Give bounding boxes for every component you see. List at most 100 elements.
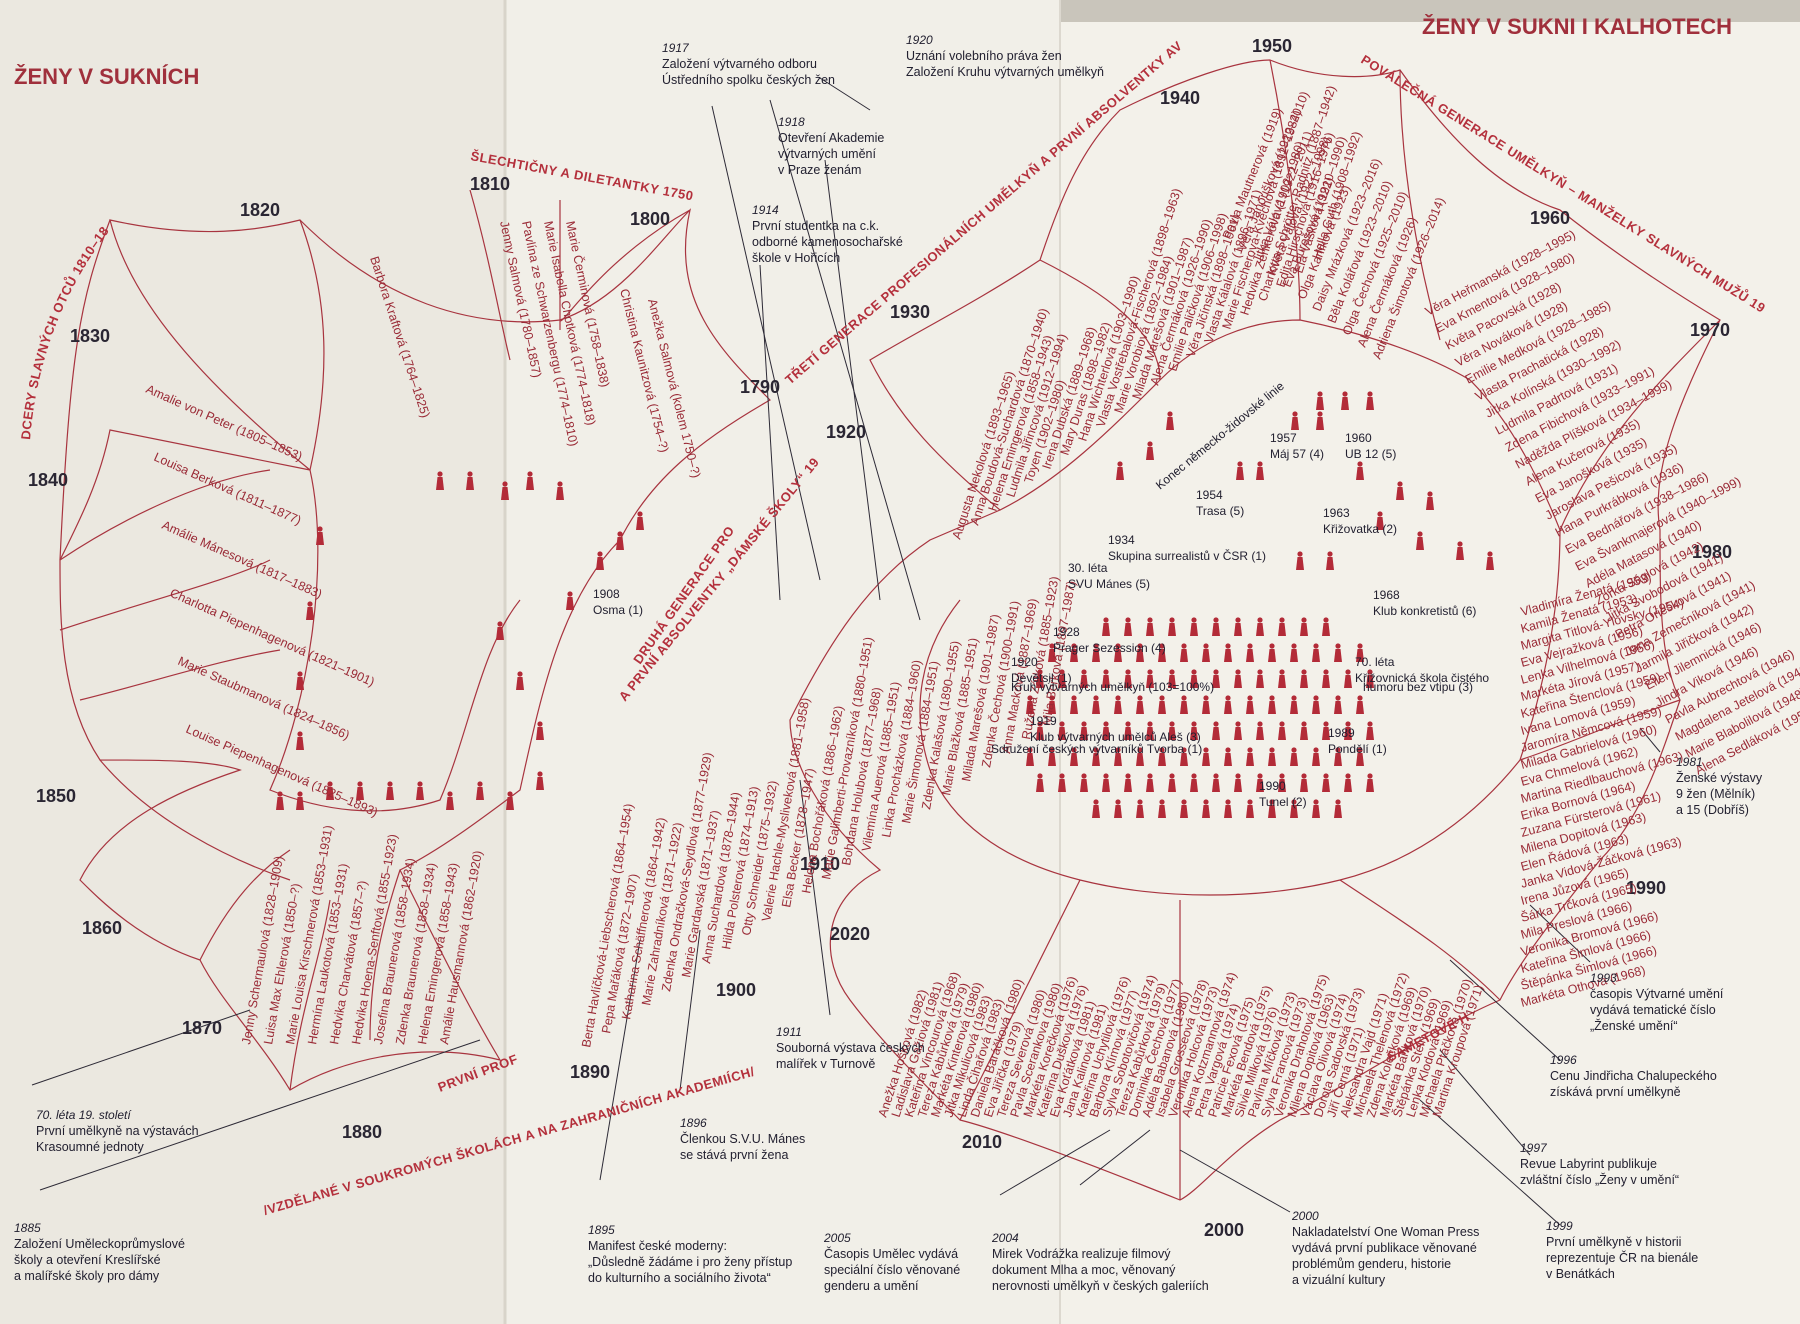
artist-figure <box>566 591 574 610</box>
artist-figure <box>1116 461 1124 480</box>
artist-figure <box>1026 747 1034 766</box>
artist-figure <box>1080 721 1088 740</box>
artist-figure <box>1312 799 1320 818</box>
artist-figure <box>1234 669 1242 688</box>
group-label: Kruh výtvarných umělkyň (103=100%) <box>1011 680 1214 694</box>
artist-figure <box>1334 695 1342 714</box>
artist-figure <box>1124 669 1132 688</box>
artist-figure <box>1290 799 1298 818</box>
artist-figure <box>536 721 544 740</box>
year-label: 1960 <box>1530 208 1570 228</box>
artist-figure <box>1092 747 1100 766</box>
year-label: 1800 <box>630 209 670 229</box>
artist-figure <box>1136 747 1144 766</box>
year-label: 1950 <box>1252 36 1292 56</box>
artist-figure <box>1268 695 1276 714</box>
artist-figure <box>1202 695 1210 714</box>
artist-figure <box>1102 773 1110 792</box>
group-label: Sdružení českých výtvarníků Tvorba (1) <box>991 742 1202 756</box>
artist-figure <box>1322 773 1330 792</box>
artist-figure <box>1036 669 1044 688</box>
artist-figure <box>1356 461 1364 480</box>
year-label: 1990 <box>1626 878 1666 898</box>
paper-panel-center <box>505 0 1060 1324</box>
artist-figure <box>1334 643 1342 662</box>
artist-figure <box>1166 411 1174 430</box>
artist-figure <box>501 481 509 500</box>
year-label: 1970 <box>1690 320 1730 340</box>
artist-figure <box>1168 721 1176 740</box>
artist-figure <box>1146 773 1154 792</box>
artist-figure <box>1058 721 1066 740</box>
artist-figure <box>436 471 444 490</box>
year-label: 1910 <box>800 854 840 874</box>
artist-figure <box>1114 747 1122 766</box>
artist-figure <box>1058 669 1066 688</box>
artist-figure <box>1190 617 1198 636</box>
artist-figure <box>1114 799 1122 818</box>
artist-figure <box>1341 391 1349 410</box>
artist-figure <box>526 471 534 490</box>
artist-figure <box>596 551 604 570</box>
artist-figure <box>1190 773 1198 792</box>
artist-figure <box>1300 721 1308 740</box>
year-label: 1820 <box>240 200 280 220</box>
artist-figure <box>1278 721 1286 740</box>
artist-figure <box>1268 643 1276 662</box>
artist-figure <box>1300 669 1308 688</box>
artist-figure <box>1026 695 1034 714</box>
year-label: 1850 <box>36 786 76 806</box>
year-label: 1890 <box>570 1062 610 1082</box>
artist-figure <box>1376 511 1384 530</box>
year-label: 1840 <box>28 470 68 490</box>
artist-figure <box>1212 617 1220 636</box>
year-label: 2010 <box>962 1132 1002 1152</box>
paper-panel-right <box>1060 22 1800 1324</box>
title-right: ŽENY V SUKNI I KALHOTECH <box>1422 14 1732 39</box>
artist-figure <box>1190 669 1198 688</box>
year-labels-right: 1950 1940 1930 1920 1910 2020 2010 2000 … <box>800 36 1732 1240</box>
artist-figure <box>1136 643 1144 662</box>
artist-figure <box>1322 721 1330 740</box>
artist-figure <box>1146 669 1154 688</box>
artist-figure <box>276 791 284 810</box>
artist-figure <box>1102 617 1110 636</box>
artist-figure <box>1300 617 1308 636</box>
artist-figure <box>1036 773 1044 792</box>
artist-figure <box>446 791 454 810</box>
artist-figure <box>1092 695 1100 714</box>
artist-figure <box>1212 773 1220 792</box>
artist-figure <box>1366 391 1374 410</box>
artist-figure <box>1234 617 1242 636</box>
artist-figure <box>1246 799 1254 818</box>
artist-figure <box>296 731 304 750</box>
artist-figure <box>1092 643 1100 662</box>
artist-figure <box>1136 799 1144 818</box>
title-left: ŽENY V SUKNÍCH <box>14 64 199 89</box>
artist-figure <box>1290 695 1298 714</box>
artist-figure <box>1426 491 1434 510</box>
artist-figure <box>636 511 644 530</box>
artist-figure <box>1344 721 1352 740</box>
artist-figure <box>296 791 304 810</box>
artist-figure <box>496 621 504 640</box>
artist-figure <box>1246 747 1254 766</box>
artist-figure <box>1278 617 1286 636</box>
artist-figure <box>1300 773 1308 792</box>
artist-figure <box>1212 721 1220 740</box>
artist-figure <box>1180 643 1188 662</box>
artist-figure <box>1486 551 1494 570</box>
